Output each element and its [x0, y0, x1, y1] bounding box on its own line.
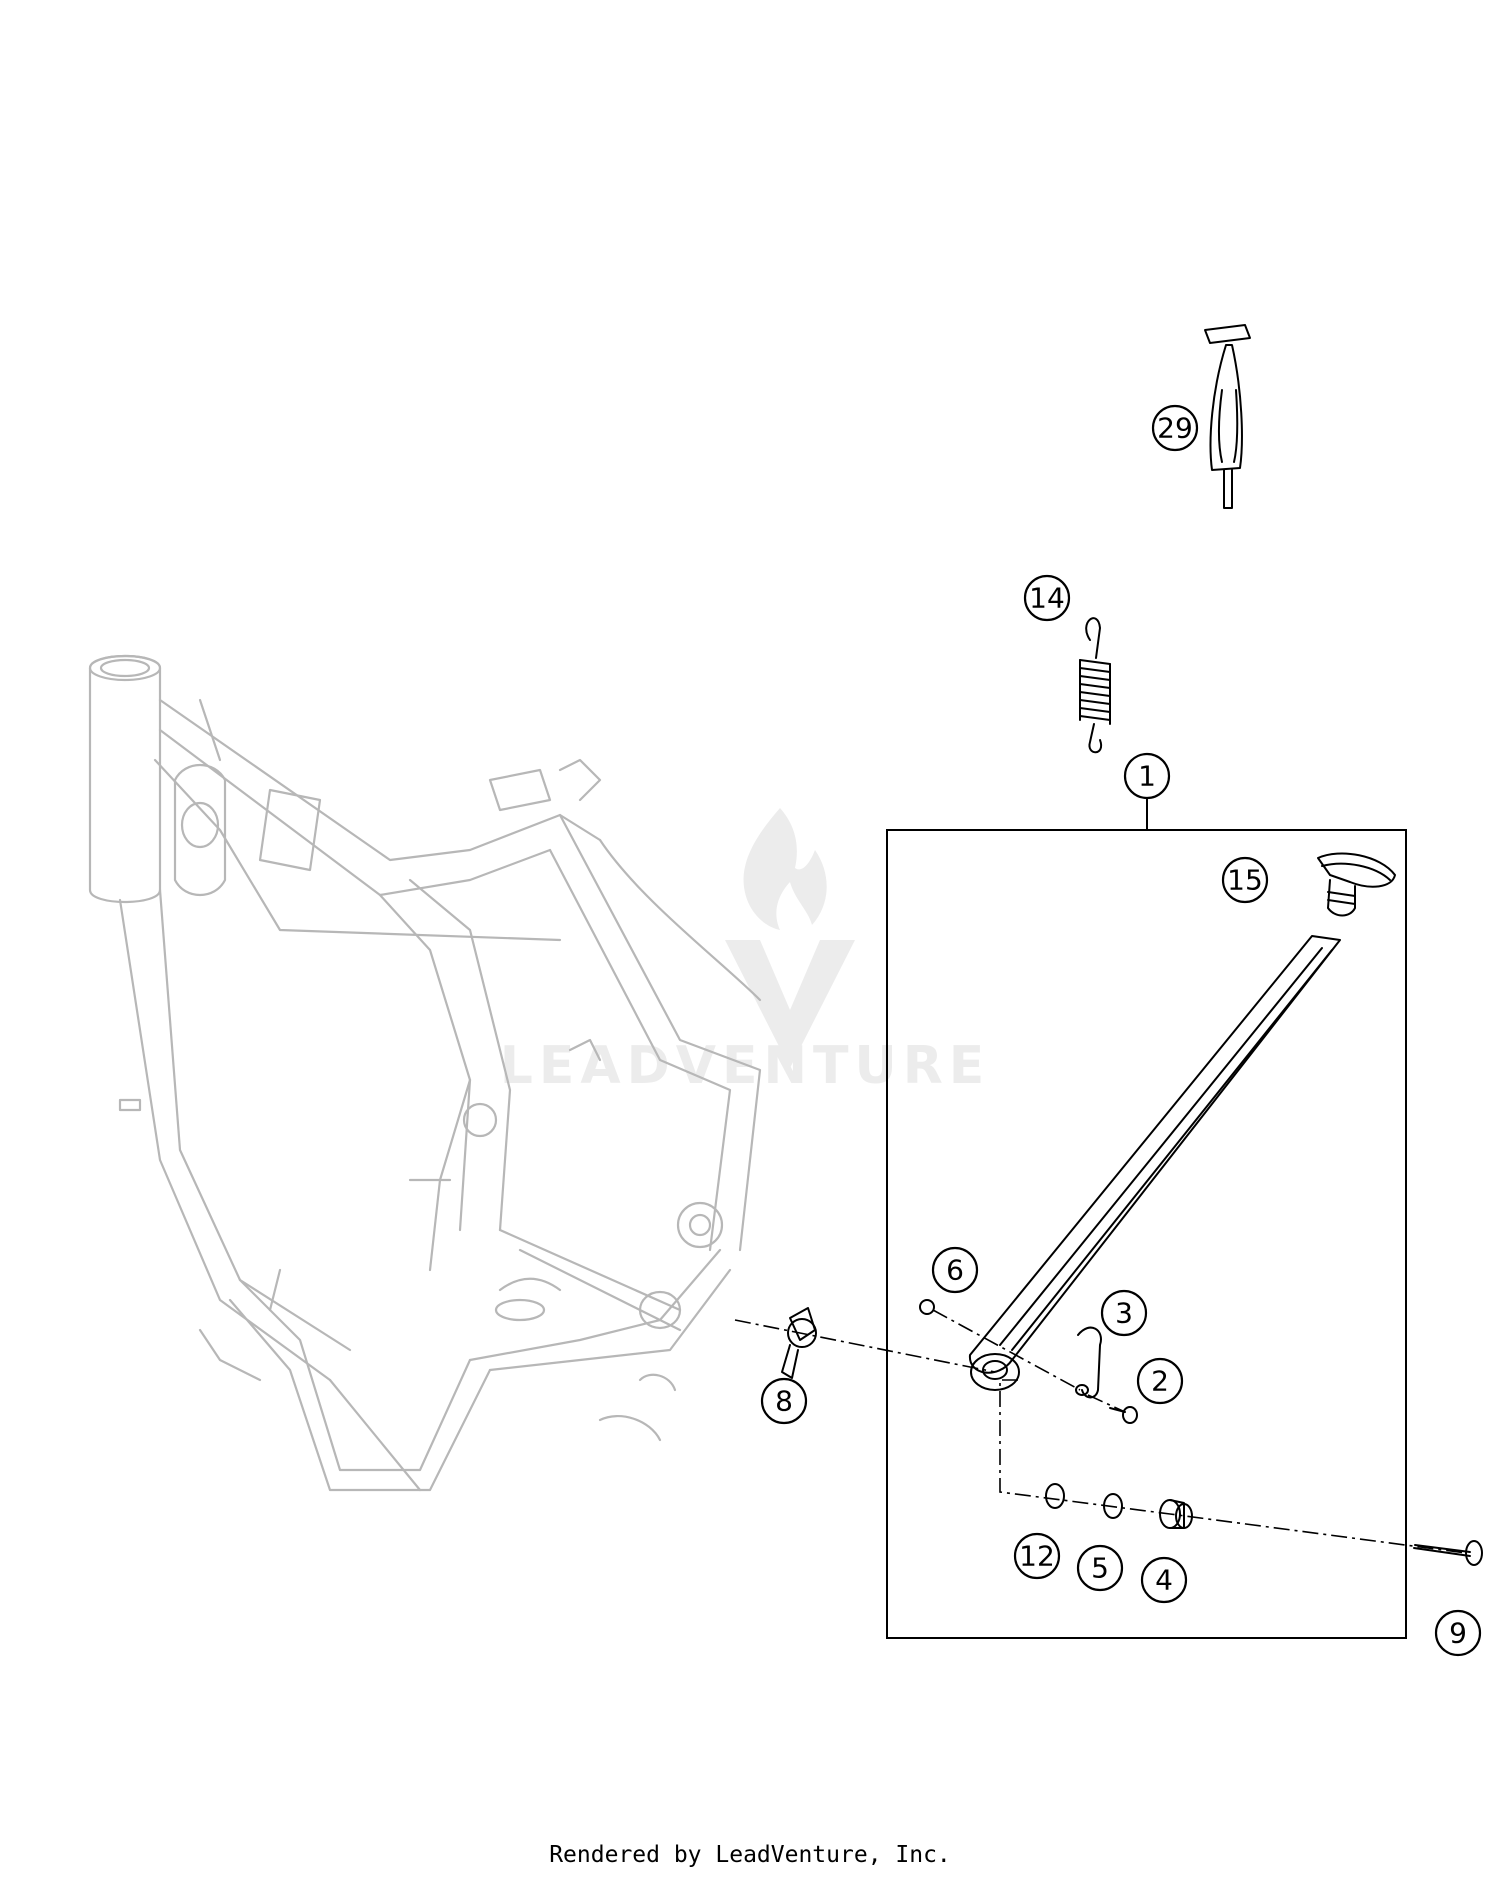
watermark-text: LEADVENTURE — [500, 1036, 991, 1096]
watermark-flame-icon — [743, 808, 827, 930]
callout-circle — [931, 1246, 979, 1294]
callout-5: 5 — [1076, 1544, 1124, 1592]
callout-circle — [1023, 574, 1071, 622]
callout-circle — [1100, 1289, 1148, 1337]
callout-14: 14 — [1023, 574, 1071, 622]
assembly-leader-lines — [734, 1309, 1467, 1554]
part-1-assembly-box — [886, 794, 1407, 1639]
callout-label: 9 — [1449, 1617, 1467, 1650]
side-stand-leg — [968, 935, 1341, 1391]
callout-circle — [1140, 1556, 1188, 1604]
part-15-stand-foot — [1317, 852, 1396, 917]
callout-15: 15 — [1221, 856, 1269, 904]
callout-label: 4 — [1155, 1564, 1173, 1597]
part-9-pivot-bolt — [1413, 1540, 1483, 1566]
callout-label: 2 — [1151, 1365, 1169, 1398]
callout-circle — [1076, 1544, 1124, 1592]
callout-circle — [1221, 856, 1269, 904]
callout-12: 12 — [1013, 1532, 1061, 1580]
footer-credit: Rendered by LeadVenture, Inc. — [549, 1842, 951, 1868]
part-8-pivot-bracket — [781, 1307, 817, 1379]
callout-8: 8 — [760, 1377, 808, 1425]
callout-label: 29 — [1157, 412, 1193, 445]
callout-3: 3 — [1100, 1289, 1148, 1337]
watermark: LEADVENTURE — [500, 808, 991, 1096]
callout-label: 1 — [1138, 760, 1156, 793]
callout-6: 6 — [931, 1246, 979, 1294]
part-14-spring — [1079, 617, 1111, 754]
callout-1: 1 — [1123, 752, 1171, 800]
callout-circle — [1151, 404, 1199, 452]
callout-label: 6 — [946, 1254, 964, 1287]
callout-9: 9 — [1434, 1609, 1482, 1657]
callout-label: 12 — [1019, 1540, 1055, 1573]
callout-29: 29 — [1151, 404, 1199, 452]
callout-label: 8 — [775, 1385, 793, 1418]
watermark-v-icon — [725, 940, 855, 1068]
callout-label: 5 — [1091, 1552, 1109, 1585]
callout-label: 14 — [1029, 582, 1065, 615]
callout-label: 3 — [1115, 1297, 1133, 1330]
part-3-bracket — [1075, 1326, 1102, 1399]
motorcycle-frame — [88, 654, 762, 1492]
callout-2: 2 — [1136, 1357, 1184, 1405]
part-6-nut — [919, 1299, 935, 1315]
callout-label: 15 — [1227, 864, 1263, 897]
part-29-stand-tool — [1204, 324, 1251, 509]
callout-circle — [760, 1377, 808, 1425]
callout-circle — [1434, 1609, 1482, 1657]
callout-circle — [1136, 1357, 1184, 1405]
callout-4: 4 — [1140, 1556, 1188, 1604]
part-12-washer — [1045, 1483, 1065, 1509]
callout-circle — [1123, 752, 1171, 800]
callouts: 29 14 1 15 6 3 2 8 12 5 4 9 — [760, 404, 1482, 1657]
part-4-bushing — [1159, 1499, 1193, 1529]
part-2-bolt — [1109, 1406, 1138, 1424]
callout-circle — [1013, 1532, 1061, 1580]
